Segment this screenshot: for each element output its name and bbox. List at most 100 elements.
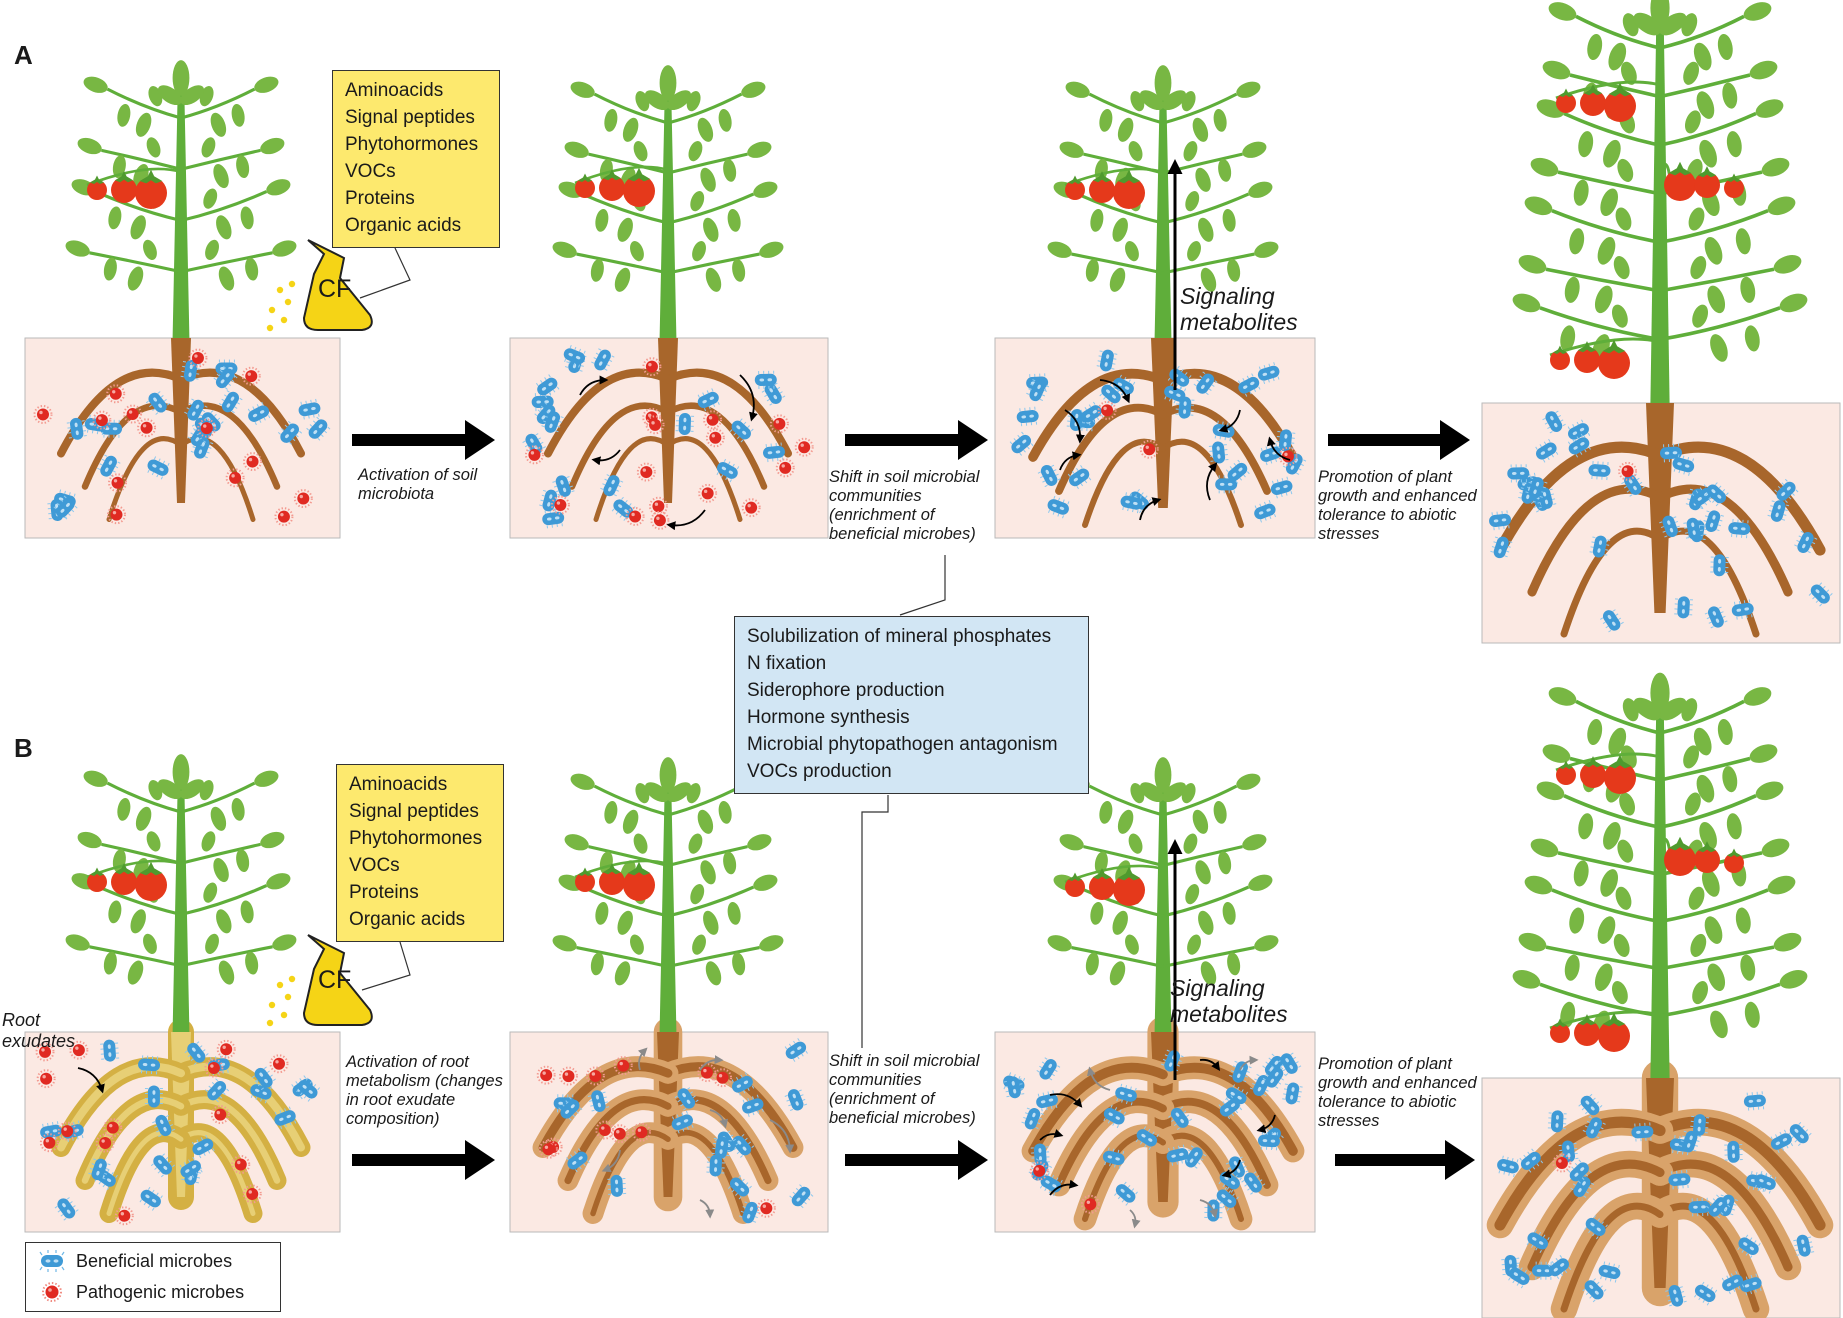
- cilium: [187, 436, 191, 440]
- leaf: [1195, 860, 1211, 885]
- pathogen-body: [229, 471, 242, 484]
- cilium: [702, 392, 705, 396]
- cilium: [1116, 1098, 1119, 1102]
- microbe-body: [57, 1198, 76, 1219]
- pathogen-body: [562, 1070, 575, 1083]
- cilium: [1268, 500, 1271, 504]
- cilium: [1190, 1145, 1194, 1148]
- cilium: [1659, 521, 1663, 524]
- cilium: [1235, 1174, 1238, 1178]
- cilia: [251, 1066, 276, 1091]
- cilium: [69, 1201, 73, 1204]
- cilium: [1530, 477, 1534, 479]
- cilium: [761, 1108, 764, 1112]
- cilium: [1104, 1161, 1106, 1166]
- microbe-body: [1489, 513, 1512, 527]
- cilia: [566, 1148, 590, 1173]
- cilium: [535, 433, 539, 436]
- cilia: [1589, 536, 1611, 556]
- lateral-root: [1494, 441, 1666, 556]
- cilium: [1254, 505, 1257, 509]
- compound-item: Proteins: [349, 882, 419, 903]
- pathogen-body: [126, 408, 139, 421]
- cilium: [167, 462, 170, 467]
- microbe-spot: [318, 424, 323, 429]
- panel-b-flask-label: CF: [318, 966, 352, 994]
- cilium: [1800, 530, 1804, 534]
- cilium: [221, 398, 225, 402]
- cilium: [1688, 493, 1692, 496]
- microbe-spot: [1718, 558, 1722, 564]
- callout-line: [899, 555, 946, 616]
- cilium: [169, 1124, 174, 1127]
- microbe-body: [1185, 1147, 1203, 1168]
- pathogenic-microbe: [625, 506, 645, 526]
- cilium: [250, 1094, 253, 1098]
- microbe-body: [1722, 1274, 1744, 1292]
- pathogen-spot: [1558, 1159, 1562, 1163]
- cilium: [1276, 495, 1278, 499]
- pathogen-spikes: [1278, 446, 1298, 466]
- cilium: [1113, 358, 1117, 360]
- cilia: [139, 1186, 163, 1211]
- beneficial-microbe: [1277, 1052, 1302, 1076]
- cilia: [1225, 459, 1250, 484]
- microbe-body: [1796, 1234, 1811, 1257]
- beneficial-microbe: [1724, 1140, 1743, 1163]
- pathogen-spikes: [137, 418, 157, 438]
- cilium: [1239, 1177, 1242, 1181]
- microbe-body: [1493, 536, 1509, 559]
- leaf: [205, 239, 219, 260]
- cilium: [1692, 458, 1694, 462]
- microbe-body: [1568, 423, 1589, 440]
- cilium: [205, 1134, 208, 1138]
- cilium: [151, 1207, 155, 1211]
- microbe-spot: [1544, 499, 1549, 505]
- microbe-spot: [1049, 476, 1053, 482]
- leaf: [254, 770, 279, 787]
- microbe-body: [537, 377, 558, 396]
- beneficial-microbe: [147, 456, 170, 480]
- pathogen-spot: [747, 503, 751, 508]
- cilium: [1203, 1153, 1207, 1157]
- cilium: [1493, 541, 1497, 544]
- cilium: [1131, 1188, 1135, 1192]
- cilium: [1526, 1242, 1530, 1246]
- cilium: [1733, 1203, 1737, 1206]
- beneficial-microbe: [1582, 1116, 1606, 1139]
- cilium: [1250, 1192, 1254, 1195]
- cilium: [1795, 1249, 1799, 1251]
- pathogen-spikes: [57, 1121, 77, 1141]
- flow-arrow: [1049, 1093, 1083, 1108]
- pathogenic-microbe: [1278, 446, 1298, 466]
- microbe-spot: [1590, 1106, 1595, 1111]
- leaf: [622, 809, 639, 834]
- cilium: [1093, 401, 1096, 405]
- cilium: [1764, 1188, 1767, 1192]
- cilium: [1110, 1104, 1113, 1108]
- cilium: [1575, 454, 1579, 458]
- cilium: [1244, 1184, 1248, 1187]
- cilium: [1576, 436, 1579, 440]
- tomato: [1550, 350, 1570, 370]
- microbe-cluster: [522, 344, 814, 530]
- cilia: [1674, 598, 1694, 616]
- leaf: [759, 935, 784, 952]
- microbe-spot: [226, 403, 231, 408]
- lateral-root: [568, 402, 672, 490]
- cilium: [1826, 589, 1830, 593]
- cilium: [604, 478, 608, 481]
- leaf: [143, 239, 157, 260]
- tomato: [599, 175, 625, 201]
- flow-arrow: [666, 509, 706, 531]
- cilium: [621, 496, 624, 500]
- pathogen-body: [528, 448, 541, 461]
- cilium: [571, 490, 575, 493]
- pathogenic-microbe-icon: [42, 1282, 62, 1302]
- cilium: [147, 469, 150, 473]
- cilium: [152, 1189, 155, 1193]
- leaf: [157, 779, 182, 800]
- microbe-spot: [546, 517, 552, 521]
- cilia: [1214, 420, 1234, 442]
- beneficial-microbe: [1793, 1234, 1815, 1257]
